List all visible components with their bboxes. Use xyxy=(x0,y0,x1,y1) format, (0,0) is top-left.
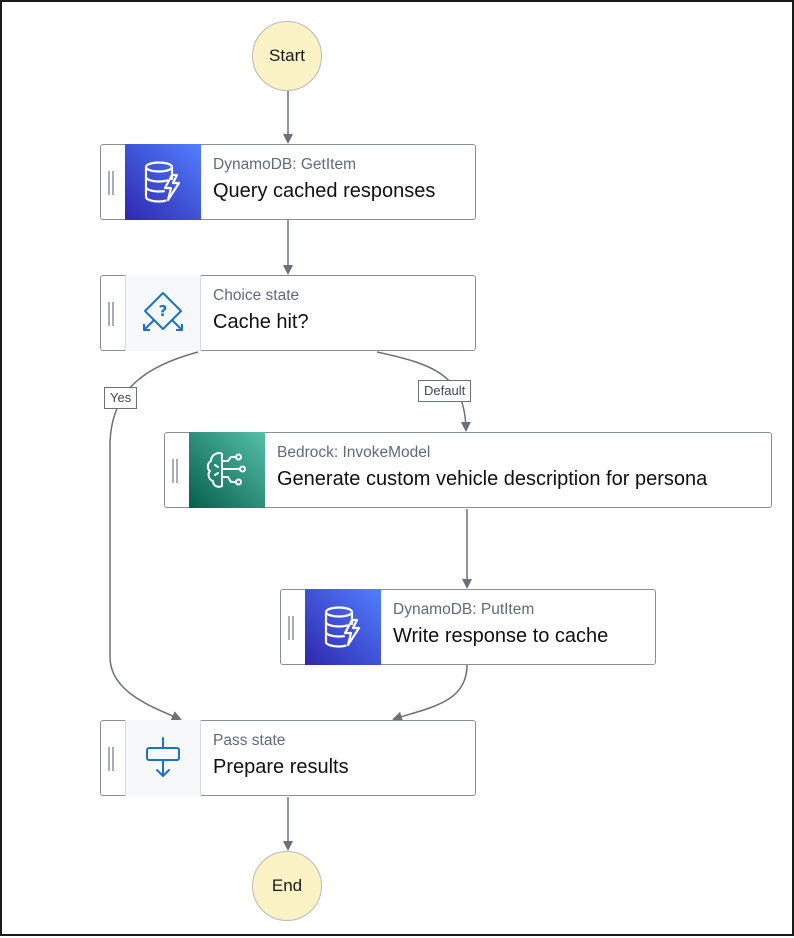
dynamodb-icon xyxy=(305,589,381,665)
state-cache-hit[interactable]: ? Choice state Cache hit? xyxy=(100,275,476,351)
state-name: Prepare results xyxy=(213,756,349,778)
state-text: DynamoDB: GetItem Query cached responses xyxy=(213,154,435,206)
state-name: Generate custom vehicle description for … xyxy=(277,468,708,490)
edge-choice-default xyxy=(376,351,471,432)
state-type-label: Pass state xyxy=(213,732,286,749)
edge-label-yes: Yes xyxy=(104,387,138,409)
state-text: Pass state Prepare results xyxy=(213,730,349,782)
edge-choice-yes xyxy=(109,351,199,721)
pass-state-icon xyxy=(125,720,201,796)
drag-handle[interactable] xyxy=(108,302,114,326)
bedrock-icon xyxy=(189,432,265,508)
state-type-label: Bedrock: InvokeModel xyxy=(277,444,431,461)
state-text: DynamoDB: PutItem Write response to cach… xyxy=(393,599,608,651)
start-label: Start xyxy=(269,46,305,65)
choice-state-icon: ? xyxy=(125,275,201,351)
edge-write-to-prepare xyxy=(392,664,468,722)
dynamodb-icon xyxy=(125,144,201,220)
drag-handle[interactable] xyxy=(288,616,294,640)
state-write-response-to-cache[interactable]: DynamoDB: PutItem Write response to cach… xyxy=(280,589,656,665)
state-generate-description[interactable]: Bedrock: InvokeModel Generate custom veh… xyxy=(164,432,772,508)
edge-label-default: Default xyxy=(418,380,472,402)
state-query-cached-responses[interactable]: DynamoDB: GetItem Query cached responses xyxy=(100,144,476,220)
state-name: Query cached responses xyxy=(213,180,436,202)
state-type-label: DynamoDB: GetItem xyxy=(213,156,356,173)
start-node[interactable]: Start xyxy=(252,21,322,91)
state-name: Cache hit? xyxy=(213,311,309,333)
drag-handle[interactable] xyxy=(172,459,178,483)
drag-handle[interactable] xyxy=(108,171,114,195)
state-name: Write response to cache xyxy=(393,625,609,647)
svg-text:?: ? xyxy=(159,302,168,320)
state-type-label: DynamoDB: PutItem xyxy=(393,601,535,618)
end-node[interactable]: End xyxy=(252,851,322,921)
state-text: Bedrock: InvokeModel Generate custom veh… xyxy=(277,442,707,494)
end-label: End xyxy=(271,876,303,895)
state-text: Choice state Cache hit? xyxy=(213,285,309,337)
state-type-label: Choice state xyxy=(213,287,300,304)
state-prepare-results[interactable]: Pass state Prepare results xyxy=(100,720,476,796)
drag-handle[interactable] xyxy=(108,747,114,771)
